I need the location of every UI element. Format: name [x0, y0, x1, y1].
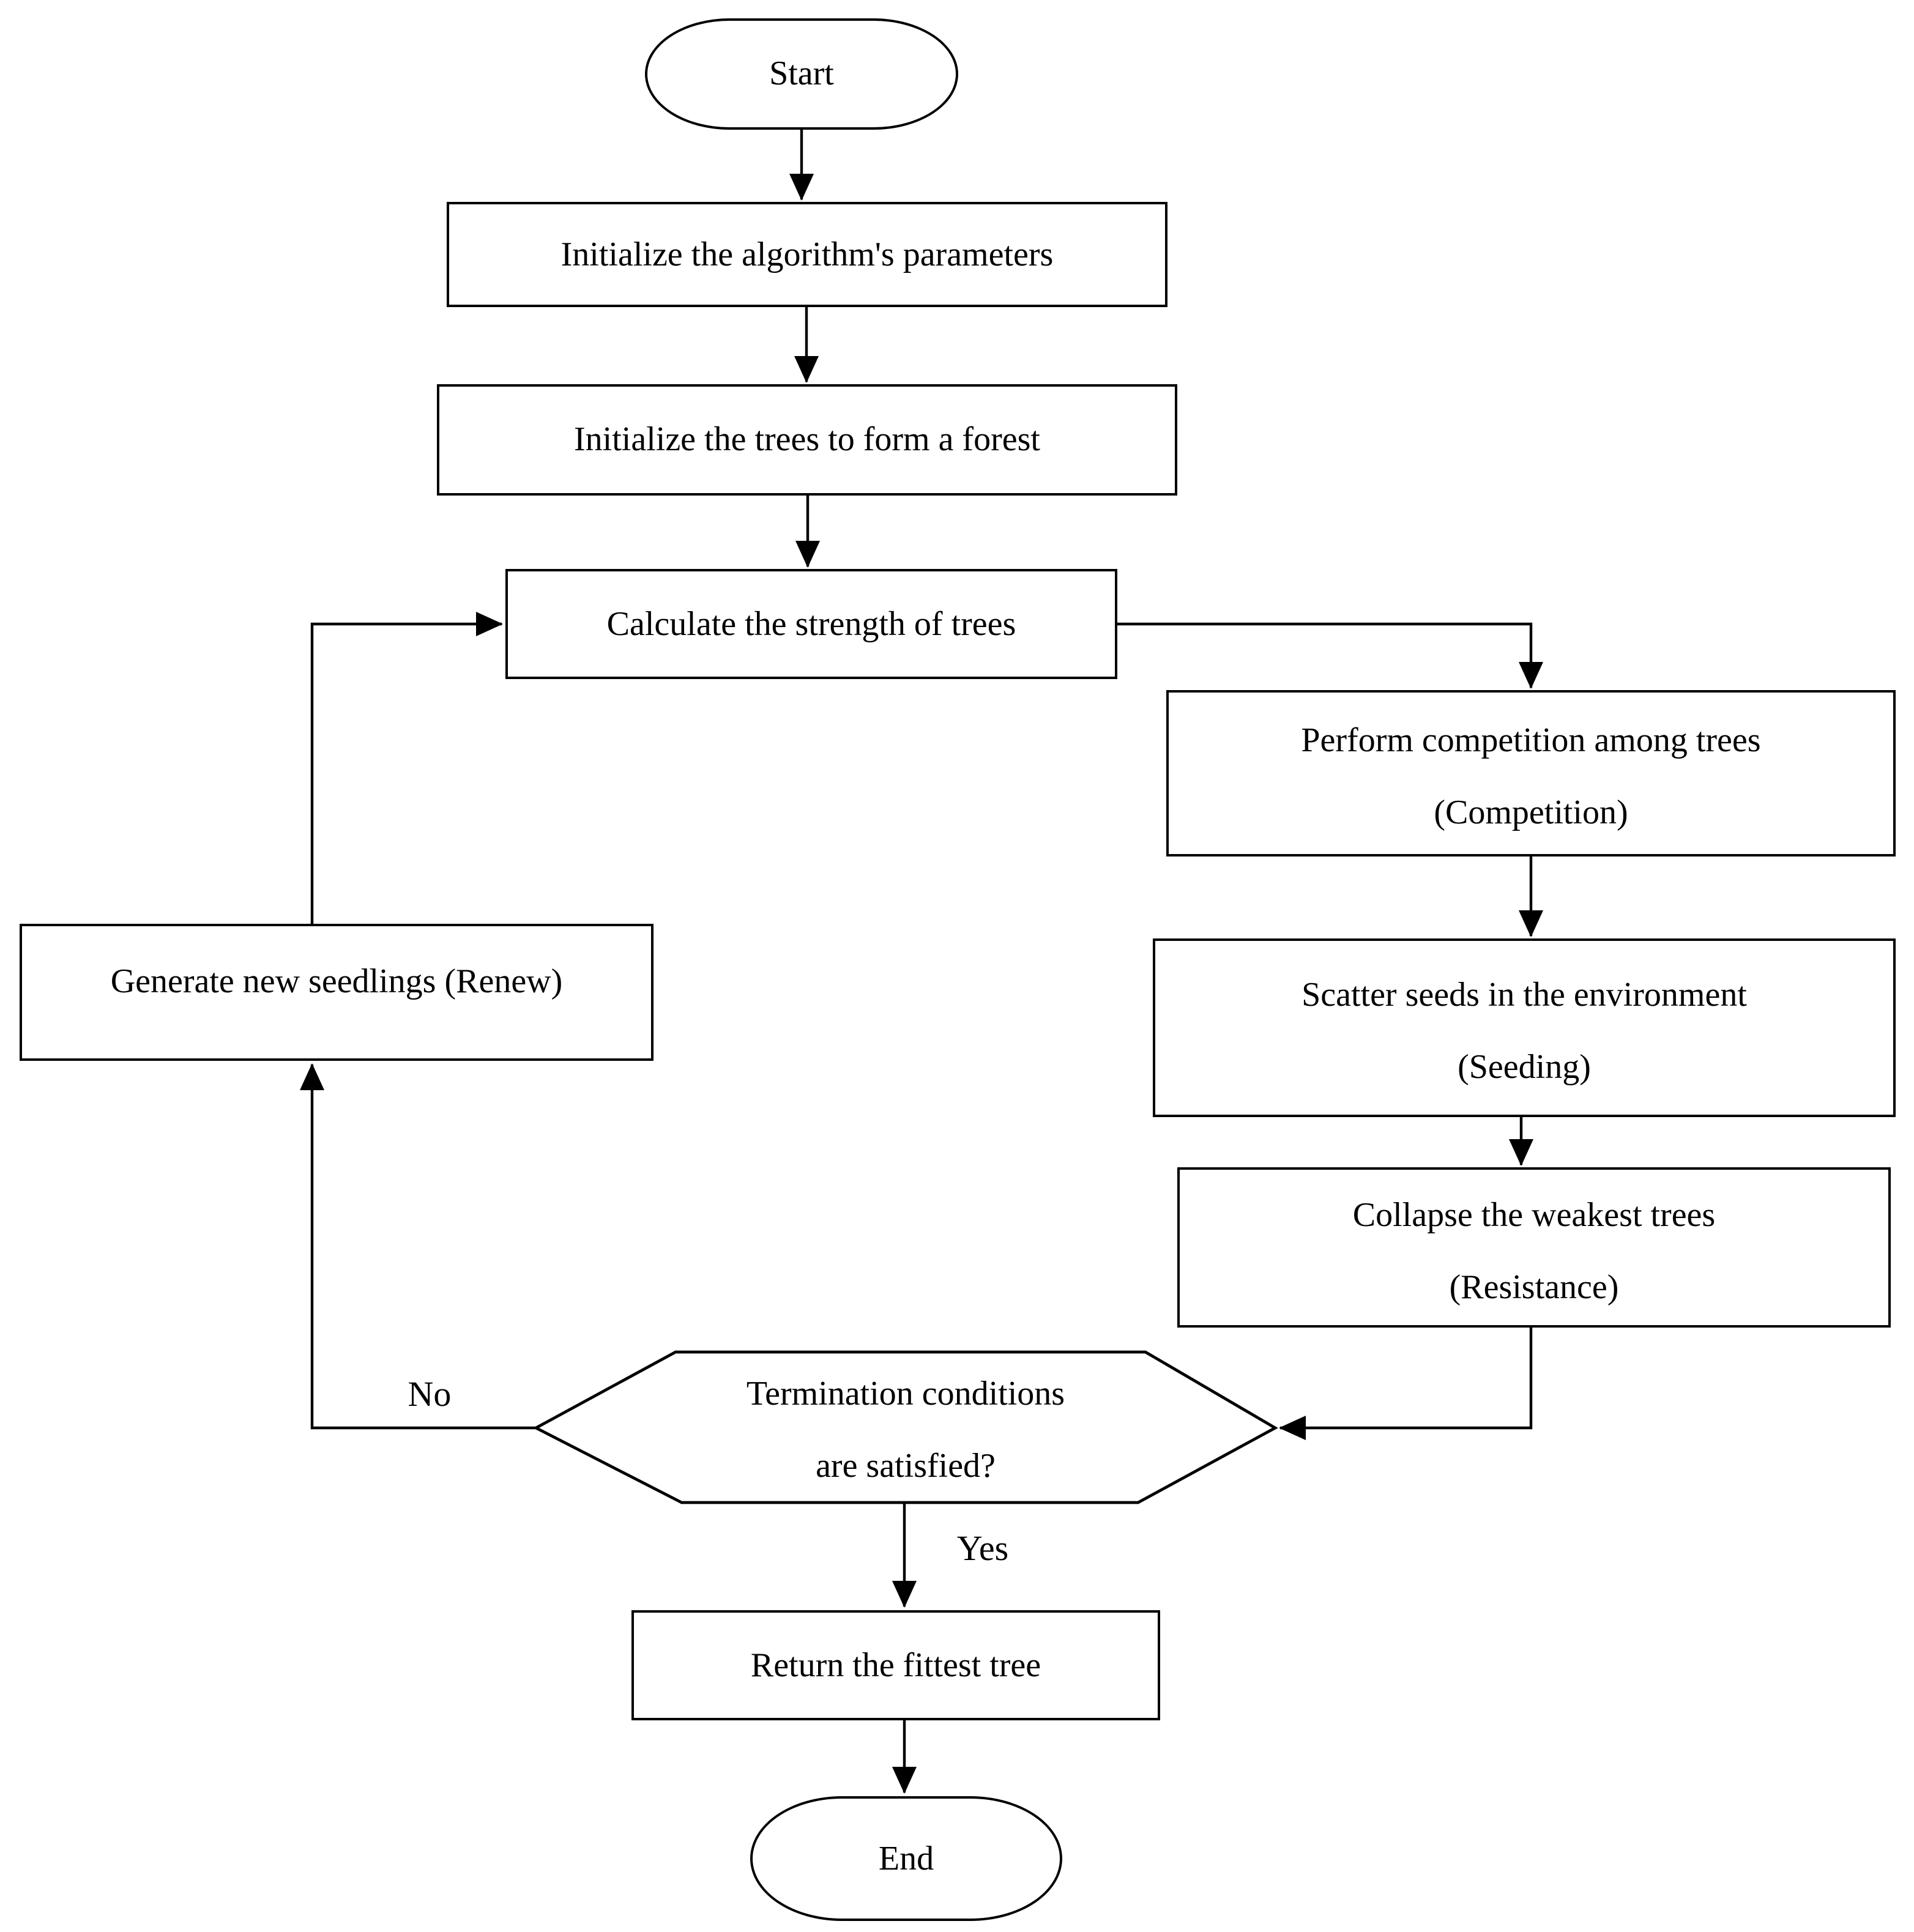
resistance-label-line2: (Resistance) [1449, 1268, 1619, 1306]
start-node: Start [645, 18, 958, 130]
end-label: End [878, 1840, 934, 1878]
no-branch-label: No [408, 1375, 452, 1414]
renew-node: Generate new seedlings (Renew) [20, 924, 654, 1061]
init-trees-node: Initialize the trees to form a forest [437, 384, 1177, 496]
resistance-label-line1: Collapse the weakest trees [1352, 1196, 1716, 1234]
init-parameters-node: Initialize the algorithm's parameters [447, 202, 1167, 307]
decision-label-line1: Termination conditions [746, 1375, 1065, 1413]
decision-label-line2: are satisfied? [816, 1447, 996, 1485]
renew-label: Generate new seedlings (Renew) [110, 962, 563, 1000]
start-label: Start [769, 55, 834, 93]
edge-renew-to-calc [310, 612, 503, 924]
edge-calc-to-competition [1117, 622, 1543, 689]
end-node: End [750, 1796, 1062, 1921]
calculate-strength-node: Calculate the strength of trees [505, 569, 1117, 679]
seeding-label-line2: (Seeding) [1458, 1049, 1591, 1087]
competition-node: Perform competition among trees (Competi… [1166, 690, 1896, 856]
competition-label-line2: (Competition) [1434, 794, 1628, 832]
edge-resistance-to-decision [1279, 1328, 1533, 1440]
return-fittest-label: Return the fittest tree [750, 1646, 1041, 1684]
return-fittest-node: Return the fittest tree [631, 1610, 1160, 1720]
seeding-label-line1: Scatter seeds in the environment [1301, 976, 1747, 1014]
yes-branch-label: Yes [956, 1529, 1009, 1568]
decision-node-label: Termination conditions are satisfied? [575, 1352, 1236, 1503]
calculate-strength-label: Calculate the strength of trees [606, 605, 1016, 643]
seeding-node: Scatter seeds in the environment (Seedin… [1153, 938, 1896, 1117]
edge-decision-no-to-renew [300, 1063, 536, 1430]
init-trees-label: Initialize the trees to form a forest [574, 421, 1040, 459]
decision-hexagon [532, 1350, 1278, 1504]
resistance-node: Collapse the weakest trees (Resistance) [1177, 1167, 1891, 1328]
init-parameters-label: Initialize the algorithm's parameters [560, 236, 1054, 273]
competition-label-line1: Perform competition among trees [1301, 722, 1761, 760]
